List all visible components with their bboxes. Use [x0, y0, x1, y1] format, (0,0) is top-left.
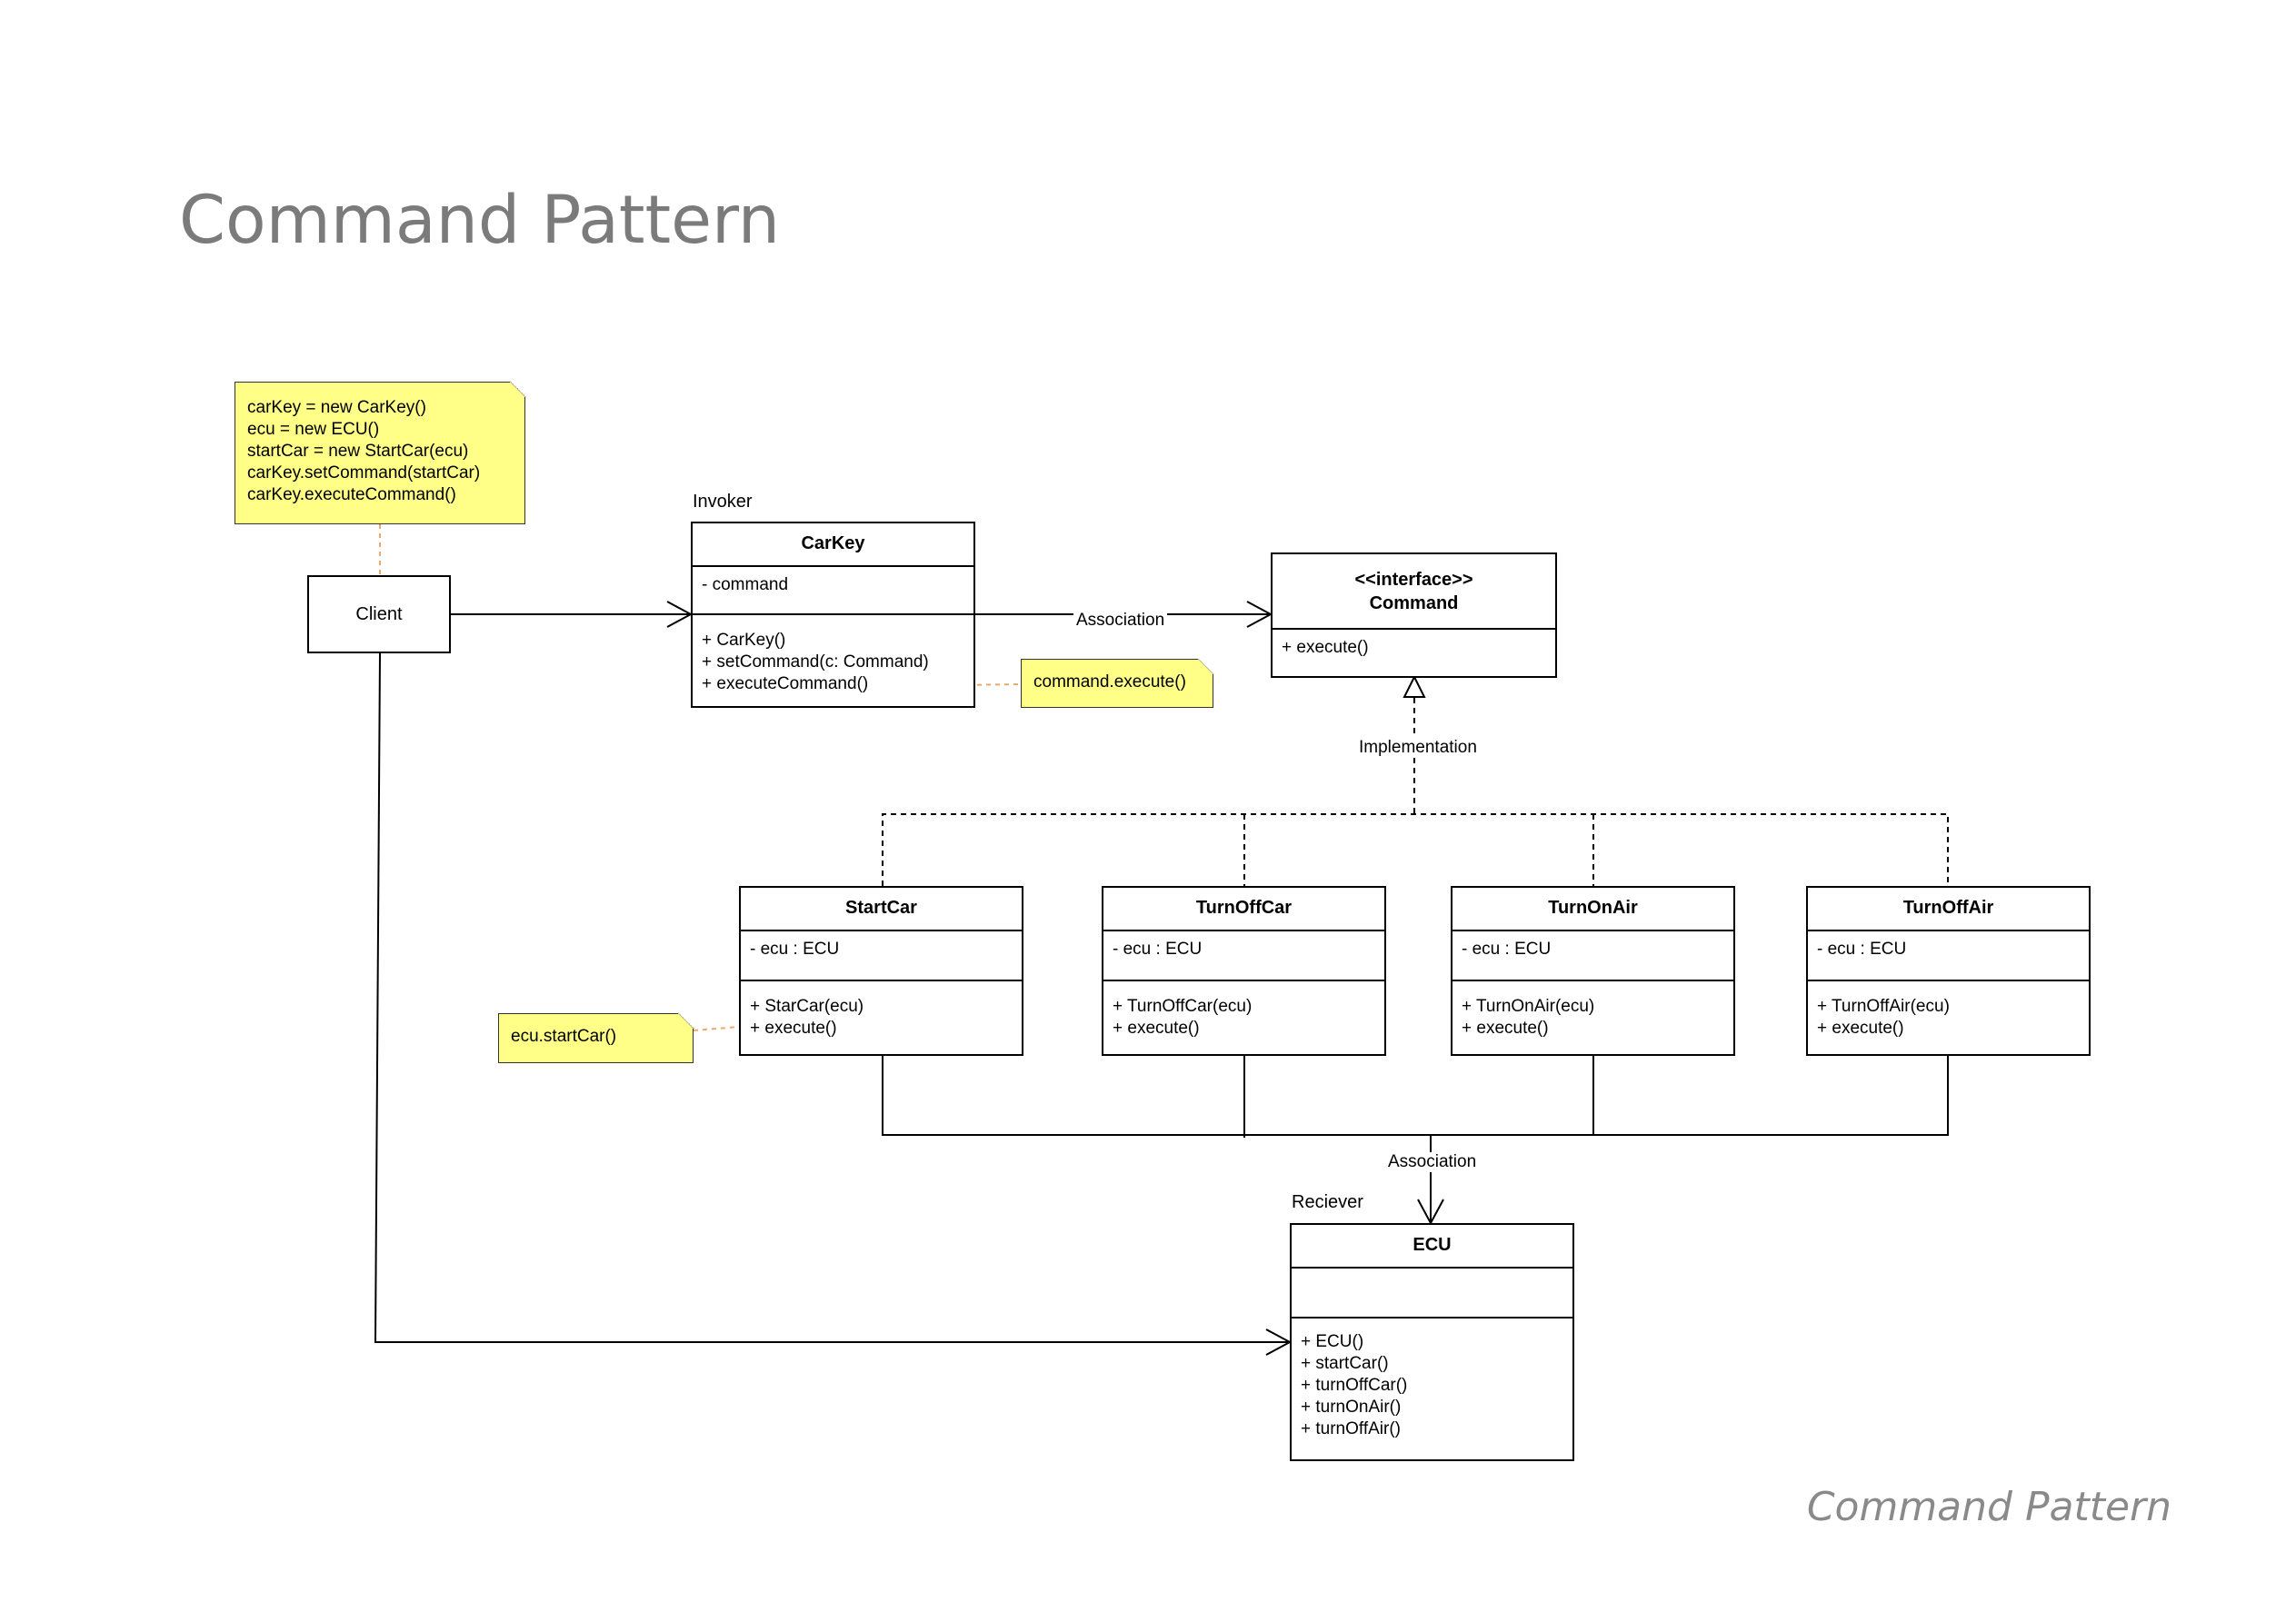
turnoffcar-methods: + TurnOffCar(ecu) + execute(): [1103, 980, 1384, 1047]
turnonair-attributes: - ecu : ECU: [1452, 930, 1733, 980]
startcar-note-link: [693, 1026, 740, 1031]
implementation-triangle: [1403, 674, 1426, 698]
client-label: Client: [355, 603, 403, 624]
turnoffair-attribute: - ecu : ECU: [1817, 940, 1907, 959]
carkey-class-name: CarKey: [801, 533, 865, 553]
startcar-attribute: - ecu : ECU: [750, 940, 840, 959]
turnoffair-class[interactable]: TurnOffAir - ecu : ECU + TurnOffAir(ecu)…: [1806, 886, 2091, 1056]
turnonair-methods: + TurnOnAir(ecu) + execute(): [1452, 980, 1733, 1047]
footer-caption: Command Pattern: [1806, 1484, 2171, 1530]
command-method: + execute(): [1282, 638, 1369, 657]
turnonair-class[interactable]: TurnOnAir - ecu : ECU + TurnOnAir(ecu) +…: [1451, 886, 1735, 1056]
turnoffair-method: + TurnOffAir(ecu): [1817, 997, 1950, 1016]
startcar-methods: + StarCar(ecu) + execute(): [741, 980, 1022, 1047]
ecu-attributes: [1292, 1267, 1572, 1317]
command-stereotype: <<interface>>: [1354, 570, 1473, 590]
client-note-line: carKey.setCommand(startCar): [247, 463, 481, 483]
turnoffcar-attribute: - ecu : ECU: [1113, 940, 1203, 959]
carkey-attribute: - command: [702, 575, 789, 594]
ecu-method: + startCar(): [1301, 1354, 1389, 1373]
carkey-method: + CarKey(): [702, 631, 786, 650]
carkey-attributes: - command: [693, 565, 973, 613]
implementation-bus: [882, 813, 1949, 886]
client-note-line: carKey = new CarKey(): [247, 398, 426, 417]
invoker-note: command.execute(): [1021, 658, 1214, 708]
client-to-ecu-line: [374, 652, 1290, 1343]
startcar-attributes: - ecu : ECU: [741, 930, 1022, 980]
startcar-method: + StarCar(ecu): [750, 997, 864, 1016]
command-interface[interactable]: <<interface>> Command + execute(): [1271, 552, 1557, 678]
turnoffair-attributes: - ecu : ECU: [1808, 930, 2089, 980]
turnonair-attribute: - ecu : ECU: [1462, 940, 1552, 959]
turnoffair-method: + execute(): [1817, 1019, 1904, 1038]
command-header: <<interface>> Command: [1273, 554, 1555, 628]
ecu-methods: + ECU() + startCar() + turnOffCar() + tu…: [1292, 1317, 1572, 1448]
ecu-method: + turnOffCar(): [1301, 1376, 1408, 1395]
turnoffcar-attributes: - ecu : ECU: [1103, 930, 1384, 980]
carkey-method: + setCommand(c: Command): [702, 652, 929, 672]
ecu-method: + turnOffAir(): [1301, 1419, 1401, 1438]
ecu-method: + ECU(): [1301, 1332, 1364, 1351]
implementation-label: Implementation: [1356, 738, 1480, 758]
startcar-class[interactable]: StartCar - ecu : ECU + StarCar(ecu) + ex…: [739, 886, 1023, 1056]
ecu-class[interactable]: ECU + ECU() + startCar() + turnOffCar() …: [1290, 1223, 1574, 1461]
client-note-line: ecu = new ECU(): [247, 420, 380, 439]
turnoffcar-method: + TurnOffCar(ecu): [1113, 997, 1253, 1016]
turnonair-method: + TurnOnAir(ecu): [1462, 997, 1595, 1016]
invoker-stereotype: Invoker: [693, 492, 753, 512]
invoker-note-text: command.execute(): [1033, 672, 1186, 692]
turnoffair-class-name: TurnOffAir: [1902, 898, 1994, 918]
carkey-method: + executeCommand(): [702, 674, 869, 693]
association-label-bottom: Association: [1385, 1152, 1480, 1172]
carkey-methods: + CarKey() + setCommand(c: Command) + ex…: [693, 613, 973, 702]
command-name: Command: [1369, 593, 1459, 613]
turnonair-class-name: TurnOnAir: [1548, 898, 1638, 918]
startcar-method: + execute(): [750, 1019, 837, 1038]
concrete-bus-line: [882, 1056, 1949, 1136]
client-note-line: carKey.executeCommand(): [247, 485, 456, 504]
receiver-stereotype: Reciever: [1292, 1192, 1363, 1212]
ecu-method: + turnOnAir(): [1301, 1398, 1402, 1417]
startcar-note: ecu.startCar(): [498, 1012, 694, 1063]
page-title: Command Pattern: [179, 182, 781, 259]
association-label-top: Association: [1073, 611, 1168, 631]
client-note: carKey = new CarKey() ecu = new ECU() st…: [235, 381, 526, 524]
carkey-class[interactable]: CarKey - command + CarKey() + setCommand…: [691, 522, 975, 708]
turnoffcar-class[interactable]: TurnOffCar - ecu : ECU + TurnOffCar(ecu)…: [1102, 886, 1386, 1056]
turnoffcar-class-name: TurnOffCar: [1195, 898, 1293, 918]
turnoffcar-method: + execute(): [1113, 1019, 1200, 1038]
turnonair-method: + execute(): [1462, 1019, 1549, 1038]
client-note-line: startCar = new StartCar(ecu): [247, 442, 469, 461]
client-box[interactable]: Client: [307, 575, 451, 653]
startcar-class-name: StartCar: [845, 898, 917, 918]
startcar-note-text: ecu.startCar(): [511, 1027, 617, 1046]
command-methods: + execute(): [1273, 628, 1555, 666]
ecu-class-name: ECU: [1413, 1235, 1452, 1255]
turnoffair-methods: + TurnOffAir(ecu) + execute(): [1808, 980, 2089, 1047]
